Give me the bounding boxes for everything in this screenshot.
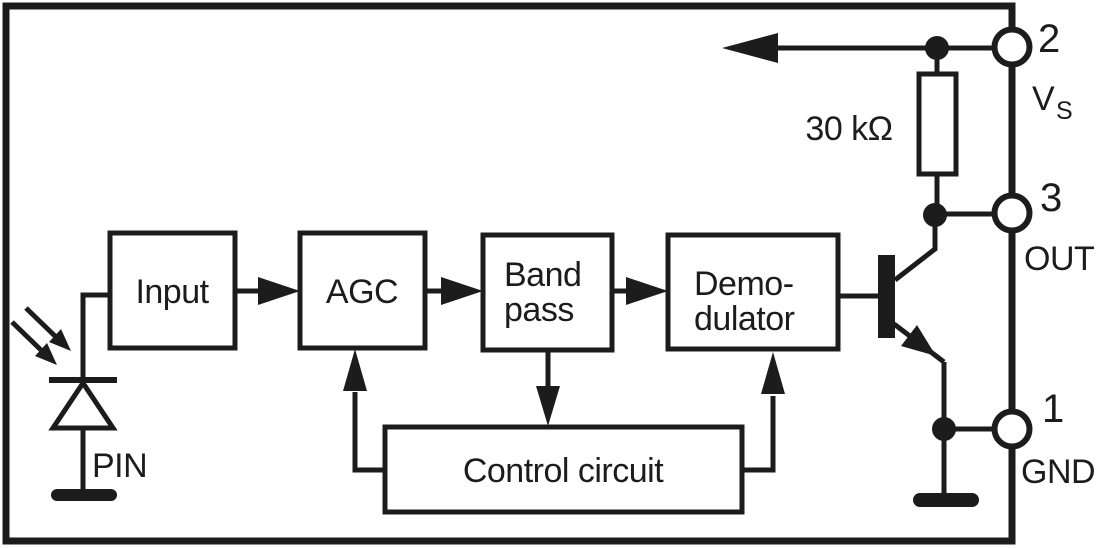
- block-demodulator-label-line1: Demo-: [694, 265, 794, 303]
- arrow-right-icon: [441, 277, 483, 305]
- light-ray-line: [24, 306, 59, 340]
- pin-3-number: 3: [1040, 176, 1062, 220]
- transistor-base-bar: [878, 255, 895, 338]
- block-input: Input: [107, 230, 238, 351]
- block-agc: AGC: [297, 230, 428, 351]
- signal-arrows: [235, 277, 668, 305]
- resistor-label: 30 kΩ: [805, 110, 892, 148]
- pin-1-terminal: [991, 408, 1033, 450]
- arrow-right-icon: [258, 277, 300, 305]
- photodiode-top-wire: [80, 292, 111, 377]
- arrow-down-icon: [536, 386, 560, 426]
- block-bandpass-label-line1: Band: [504, 256, 581, 294]
- package-outline: [2, 2, 1016, 545]
- photodiode: PIN: [10, 292, 148, 501]
- arrow-left-icon: [722, 33, 778, 63]
- block-demodulator-box: [665, 232, 841, 352]
- diode-triangle: [48, 378, 118, 431]
- block-control-label: Control circuit: [463, 452, 664, 490]
- pin-vs: 2 V S: [991, 17, 1073, 125]
- block-input-box: [107, 230, 238, 351]
- block-agc-label: AGC: [326, 273, 398, 311]
- light-ray-arrowhead: [35, 343, 57, 365]
- feedback-arrows: [343, 349, 785, 473]
- collector-wire: [893, 215, 938, 282]
- pin-vs-label: V: [1032, 80, 1055, 118]
- control-to-agc-line: [352, 392, 385, 473]
- pin-gnd-label: GND: [1021, 453, 1095, 491]
- supply-rail: [722, 33, 995, 63]
- pin-out: 3 OUT: [991, 176, 1095, 278]
- arrow-up-icon: [343, 349, 367, 391]
- resistor-body: [916, 71, 959, 177]
- pin-2-terminal: [991, 26, 1033, 68]
- pin-gnd: 1 GND: [991, 387, 1096, 491]
- arrow-up-icon: [761, 352, 785, 394]
- block-demodulator-label-line2: dulator: [694, 300, 795, 338]
- light-ray-line: [10, 320, 45, 354]
- block-bandpass-label-line2: pass: [504, 291, 574, 329]
- pin-3-terminal: [991, 192, 1033, 234]
- pin-2-number: 2: [1038, 17, 1060, 61]
- photodiode-label: PIN: [92, 447, 147, 485]
- pin-out-label: OUT: [1024, 240, 1094, 278]
- resistor-30k: 30 kΩ: [805, 48, 959, 215]
- pin-vs-label-subscript: S: [1056, 97, 1072, 125]
- pin-1-number: 1: [1042, 387, 1064, 431]
- block-demodulator: Demo- dulator: [665, 232, 841, 352]
- emitter-arrow-icon: [901, 325, 936, 356]
- control-to-demod-line: [742, 396, 776, 473]
- light-ray-arrowhead: [49, 329, 71, 351]
- light-ray-icon: [10, 306, 71, 365]
- block-input-label: Input: [135, 273, 209, 311]
- block-control-circuit: Control circuit: [382, 424, 745, 515]
- transistor: [838, 215, 995, 507]
- arrow-right-icon: [626, 277, 668, 305]
- block-bandpass: Band pass: [480, 232, 615, 353]
